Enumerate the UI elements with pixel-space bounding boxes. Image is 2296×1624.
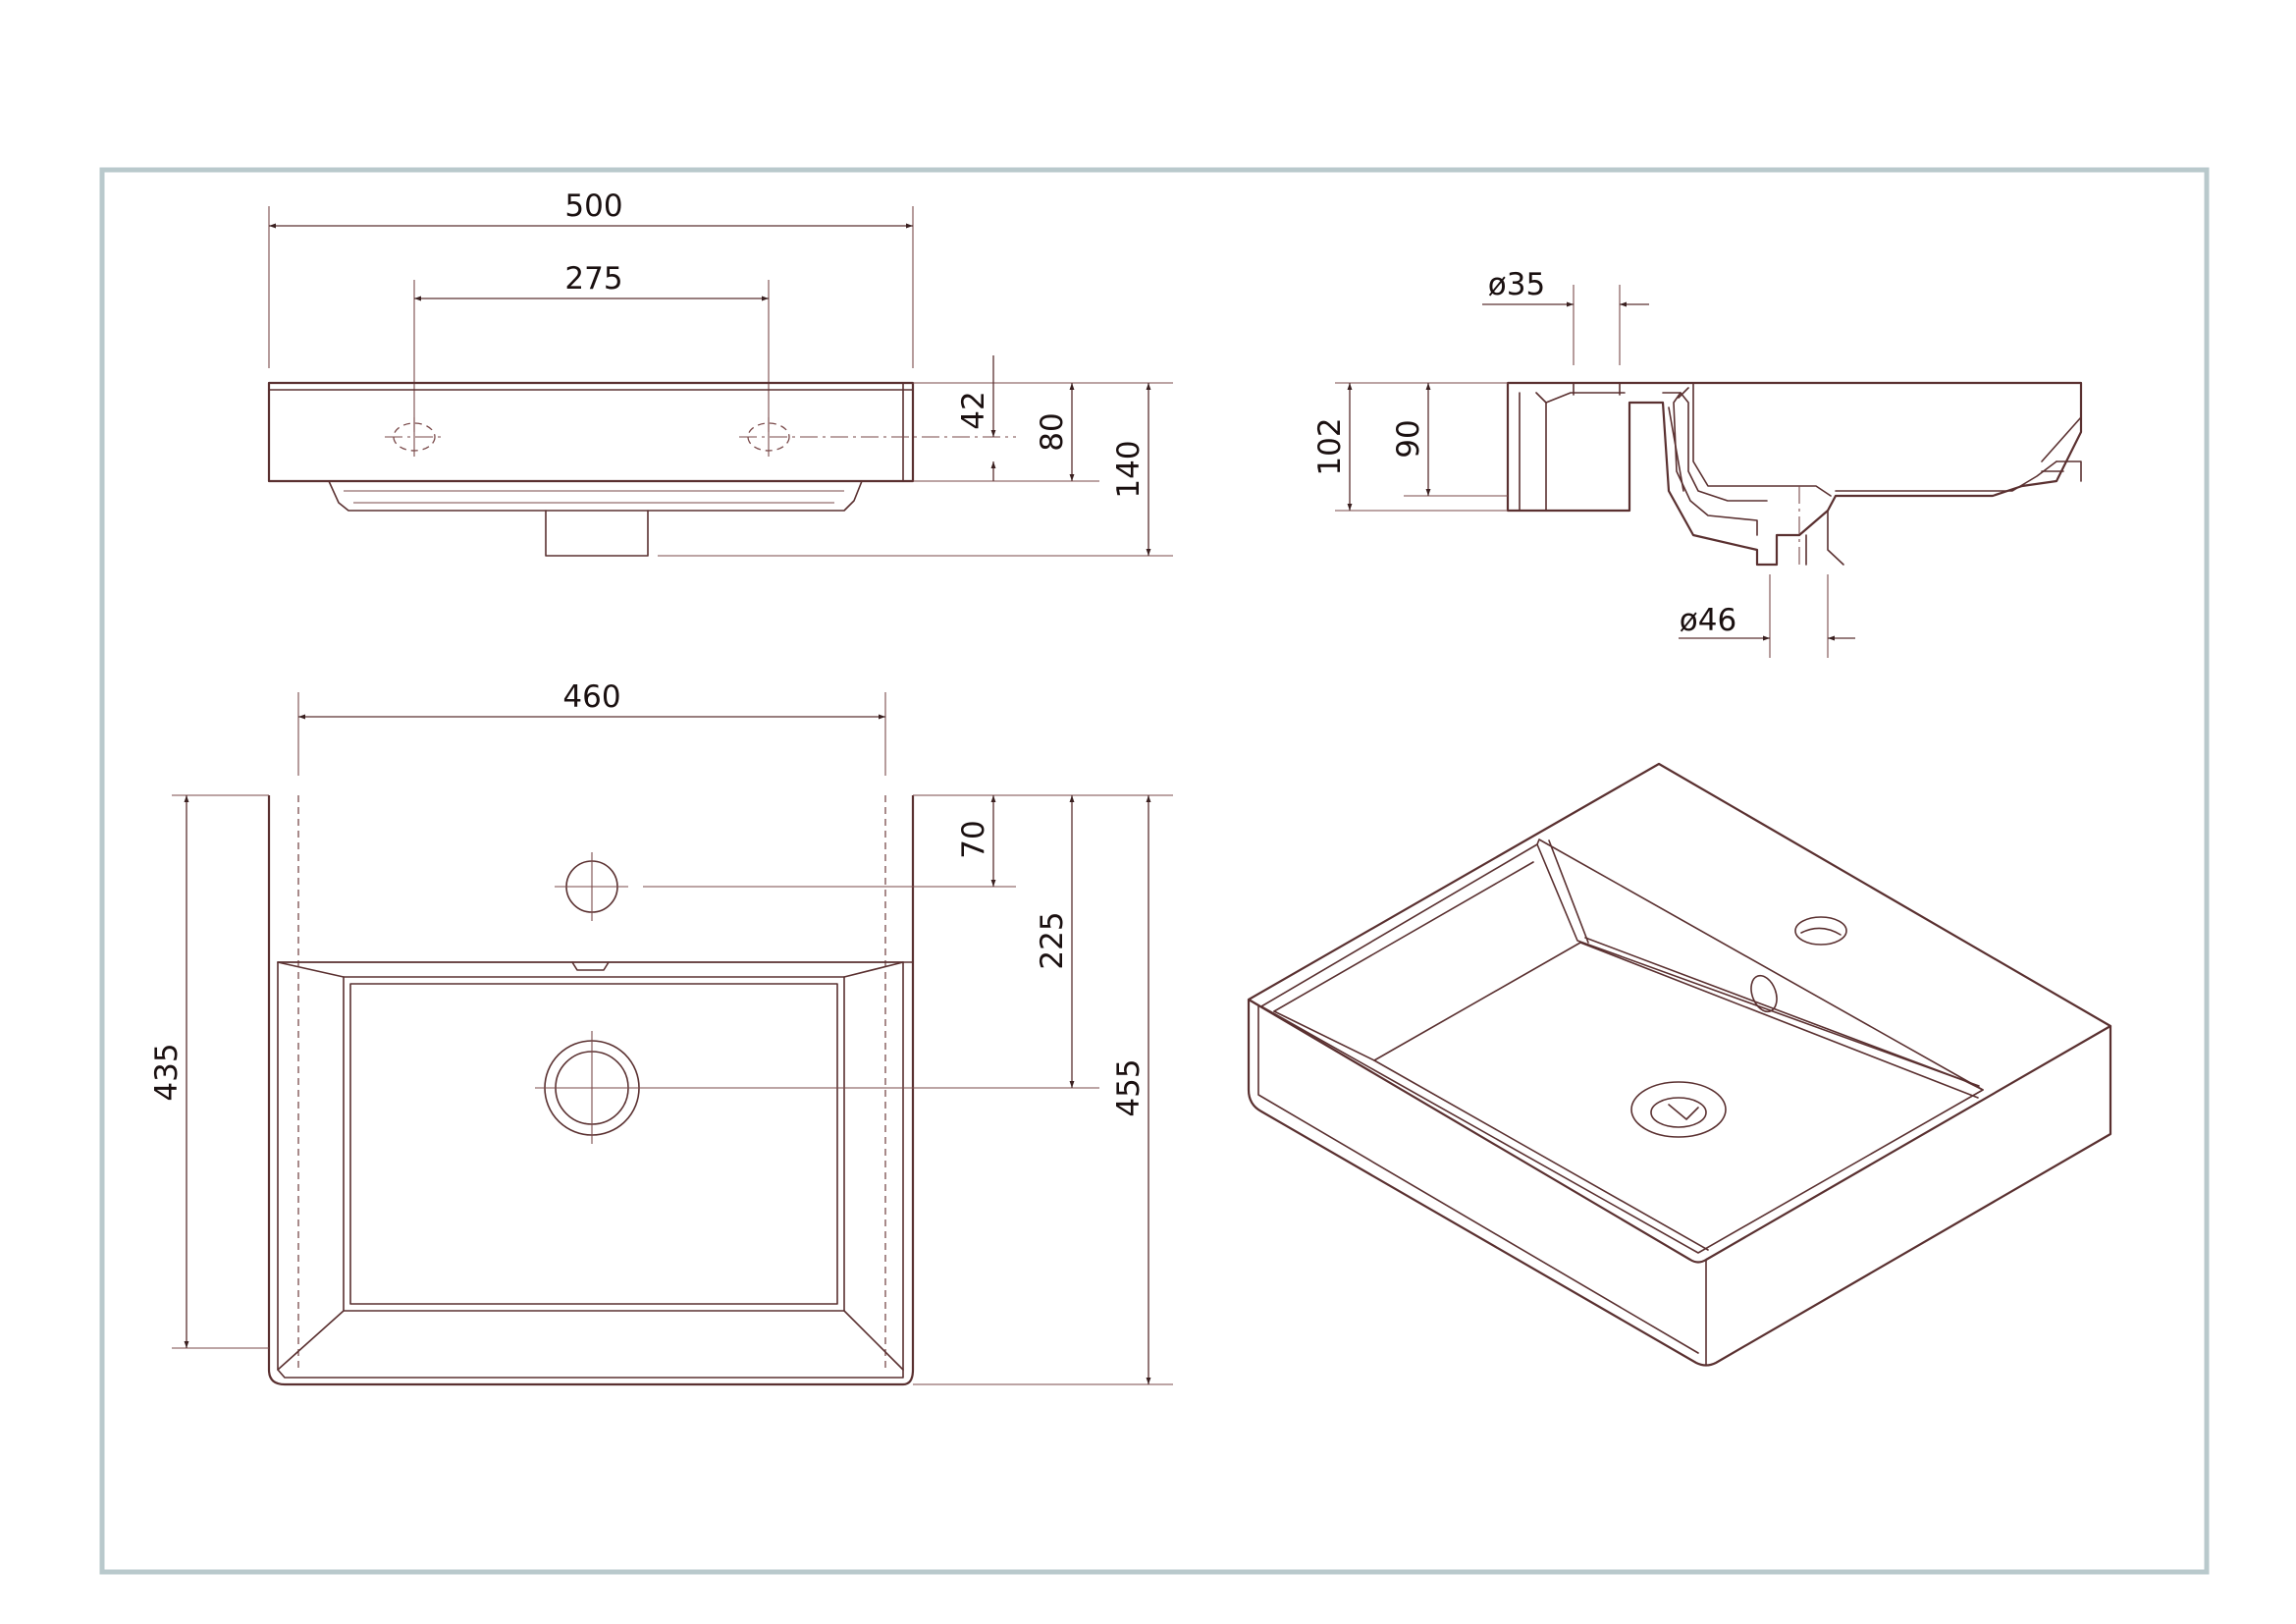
dim-70: 70 (956, 820, 991, 858)
front-view: 500 275 42 80 140 (267, 189, 1173, 557)
dim-42: 42 (956, 391, 991, 429)
plan-view: 460 70 22 (149, 679, 1173, 1386)
isometric-view (1247, 762, 2112, 1367)
dim-140: 140 (1111, 440, 1147, 498)
dim-460: 460 (562, 679, 620, 715)
dim-tap-hole-diameter: ø35 (1488, 267, 1545, 302)
dim-225: 225 (1035, 911, 1070, 969)
sheet-frame (99, 167, 2210, 1575)
dim-80: 80 (1035, 412, 1070, 451)
dim-waste-diameter: ø46 (1680, 603, 1736, 638)
dim-102: 102 (1312, 417, 1348, 475)
dim-90: 90 (1391, 419, 1426, 458)
dim-435: 435 (149, 1043, 185, 1101)
dim-455: 455 (1111, 1058, 1147, 1116)
dim-500: 500 (564, 189, 622, 224)
section-view: ø35 102 90 (1312, 267, 2083, 658)
dim-275: 275 (564, 261, 622, 297)
